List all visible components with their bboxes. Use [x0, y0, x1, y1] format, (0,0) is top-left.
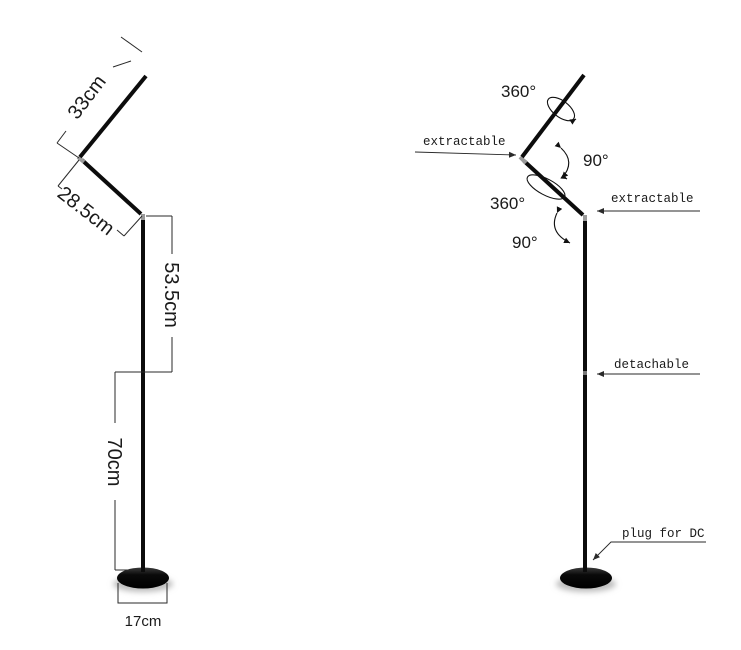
left-lamp: 33cm 28.5cm 53.5cm 70cm 17cm: [53, 36, 182, 630]
rotation-label-360-top: 360°: [501, 82, 536, 101]
callout-extractable-joint: extractable: [597, 192, 700, 214]
dimension-label-70cm: 70cm: [103, 438, 125, 487]
dimension-lower-pole: 70cm: [103, 372, 141, 571]
rotation-indicator-middle: [526, 173, 568, 200]
callout-label-detachable: detachable: [614, 358, 689, 372]
lamp-base: [560, 567, 612, 589]
arrow-extractable-top: [414, 151, 517, 158]
callout-label-extractable-joint: extractable: [611, 192, 694, 206]
right-lamp: 360° extractable 90° 360° extractable 90…: [414, 73, 706, 592]
arrow-dc-plug: [592, 541, 706, 561]
fold-indicator-upper: [554, 141, 570, 179]
callout-extractable-top: extractable: [414, 135, 517, 158]
callout-detachable: detachable: [597, 358, 700, 377]
dimension-base: 17cm: [117, 583, 168, 630]
dimension-label-33cm: 33cm: [64, 71, 111, 123]
callout-label-extractable-top: extractable: [423, 135, 506, 149]
top-arm: [520, 73, 586, 159]
callout-dc-plug: plug for DC: [592, 527, 706, 561]
dimension-label-28-5cm: 28.5cm: [53, 182, 118, 240]
fold-label-90-upper: 90°: [583, 151, 609, 170]
top-arm: [78, 74, 148, 159]
callout-label-dc-plug: plug for DC: [622, 527, 705, 541]
dimension-upper-pole: 53.5cm: [115, 215, 182, 373]
middle-arm: [80, 158, 143, 216]
dimension-label-17cm: 17cm: [125, 613, 162, 630]
middle-arm: [522, 159, 585, 217]
dimension-label-53-5cm: 53.5cm: [160, 262, 182, 328]
fold-indicator-lower: [553, 206, 571, 244]
rotation-label-360-middle: 360°: [490, 194, 525, 213]
elbow-joint: [518, 155, 528, 165]
rotation-indicator-top: [546, 96, 577, 125]
fold-label-90-lower: 90°: [512, 233, 538, 252]
lamp-base: [117, 567, 169, 589]
